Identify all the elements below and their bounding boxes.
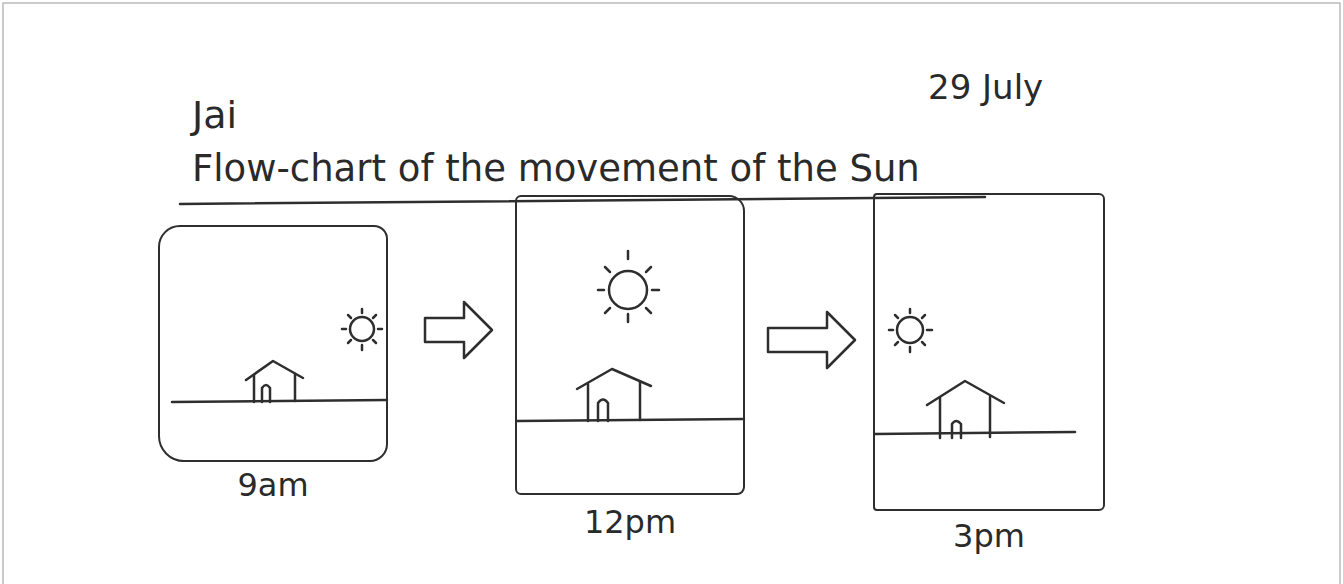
scene-panel: 9am — [158, 225, 388, 462]
block-arrow — [425, 302, 492, 358]
house-drawing — [577, 369, 651, 421]
house-drawing — [246, 361, 303, 402]
diagram-title: Flow-chart of the movement of the Sun — [192, 148, 920, 191]
house-drawing — [927, 381, 1004, 438]
scene-panel: 12pm — [515, 195, 745, 495]
ground-line — [875, 432, 1075, 434]
author-name: Jai — [192, 94, 237, 138]
time-label: 12pm — [584, 503, 676, 541]
block-arrow — [768, 312, 855, 368]
page-frame — [3, 3, 1340, 584]
sun-drawing — [342, 309, 382, 350]
time-label: 3pm — [953, 517, 1025, 555]
time-label: 9am — [237, 466, 308, 504]
sun-drawing — [889, 309, 932, 352]
scene-panel: 3pm — [873, 193, 1105, 511]
title-underline — [180, 197, 985, 204]
ground-line — [517, 419, 744, 421]
sun-drawing — [598, 251, 659, 322]
date-label: 29 July — [928, 68, 1043, 107]
ground-line — [172, 400, 387, 402]
